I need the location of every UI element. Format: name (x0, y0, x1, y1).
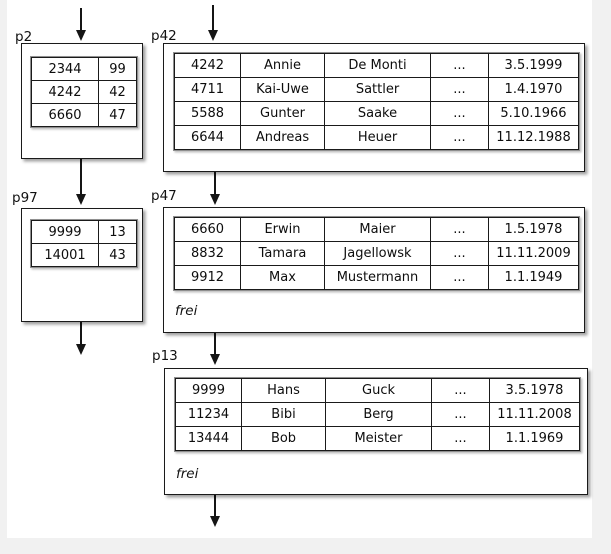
table-cell: Bob (241, 426, 326, 451)
table-cell: 14001 (31, 243, 99, 267)
table-cell: ... (430, 53, 489, 78)
table-cell: Meister (325, 426, 432, 451)
table-cell: Saake (324, 101, 431, 126)
table-cell: 1.4.1970 (488, 77, 579, 102)
table-cell: 11.11.2008 (489, 402, 580, 427)
arrow-p47-to-p13 (210, 333, 220, 365)
table-cell: ... (430, 125, 489, 150)
table-cell: 6660 (174, 217, 241, 242)
arrow-top-into-p42 (208, 5, 218, 41)
arrow-top-into-p2 (76, 8, 86, 41)
table-cell: 13 (98, 220, 137, 244)
table-cell: Max (240, 265, 325, 290)
table-cell: ... (431, 426, 490, 451)
page-label-p97: p97 (12, 190, 38, 206)
table-cell: ... (430, 217, 489, 242)
table-cell: Guck (325, 378, 432, 403)
table-cell: 5588 (174, 101, 241, 126)
page-label-p13: p13 (152, 348, 178, 364)
page-label-p2: p2 (15, 29, 33, 45)
table-cell: ... (430, 241, 489, 266)
table-cell: 4242 (31, 80, 99, 104)
table-cell: 6660 (31, 103, 99, 127)
table-cell: 11.12.1988 (488, 125, 579, 150)
table-cell: 47 (98, 103, 137, 127)
arrow-p13-outgoing (210, 495, 220, 527)
table-cell: 9912 (174, 265, 241, 290)
table-cell: Annie (240, 53, 325, 78)
table-cell: Bibi (241, 402, 326, 427)
table-cell: Heuer (324, 125, 431, 150)
table-cell: 11234 (175, 402, 242, 427)
table-cell: 8832 (174, 241, 241, 266)
table-cell: Andreas (240, 125, 325, 150)
table-cell: 11.11.2009 (488, 241, 579, 266)
table-cell: 9999 (31, 220, 99, 244)
arrow-p2-to-p97 (76, 159, 86, 205)
table-cell: Sattler (324, 77, 431, 102)
table-cell: 1.1.1949 (488, 265, 579, 290)
arrow-p97-outgoing (76, 322, 86, 355)
free-space-label-p47: frei (175, 303, 198, 319)
table-cell: 1.5.1978 (488, 217, 579, 242)
table-cell: 4711 (174, 77, 241, 102)
table-cell: 99 (98, 57, 137, 81)
table-cell: ... (430, 77, 489, 102)
table-cell: ... (431, 402, 490, 427)
table-cell: 3.5.1978 (489, 378, 580, 403)
free-space-label-p13: frei (176, 466, 199, 482)
table-cell: 9999 (175, 378, 242, 403)
table-cell: ... (430, 265, 489, 290)
table-cell: Gunter (240, 101, 325, 126)
table-cell: 13444 (175, 426, 242, 451)
table-cell: Jagellowsk (324, 241, 431, 266)
table-cell: Maier (324, 217, 431, 242)
table-cell: Tamara (240, 241, 325, 266)
table-cell: 42 (98, 80, 137, 104)
table-cell: ... (431, 378, 490, 403)
table-cell: 6644 (174, 125, 241, 150)
table-cell: 1.1.1969 (489, 426, 580, 451)
table-cell: 5.10.1966 (488, 101, 579, 126)
table-cell: 43 (98, 243, 137, 267)
table-cell: ... (430, 101, 489, 126)
table-cell: Kai-Uwe (240, 77, 325, 102)
table-cell: Mustermann (324, 265, 431, 290)
table-cell: Erwin (240, 217, 325, 242)
table-cell: 4242 (174, 53, 241, 78)
arrow-p42-to-p47 (210, 172, 220, 205)
page-label-p47: p47 (151, 188, 177, 204)
table-cell: 3.5.1999 (488, 53, 579, 78)
table-cell: Hans (241, 378, 326, 403)
page-label-p42: p42 (151, 28, 177, 44)
table-cell: Berg (325, 402, 432, 427)
table-cell: De Monti (324, 53, 431, 78)
table-cell: 2344 (31, 57, 99, 81)
